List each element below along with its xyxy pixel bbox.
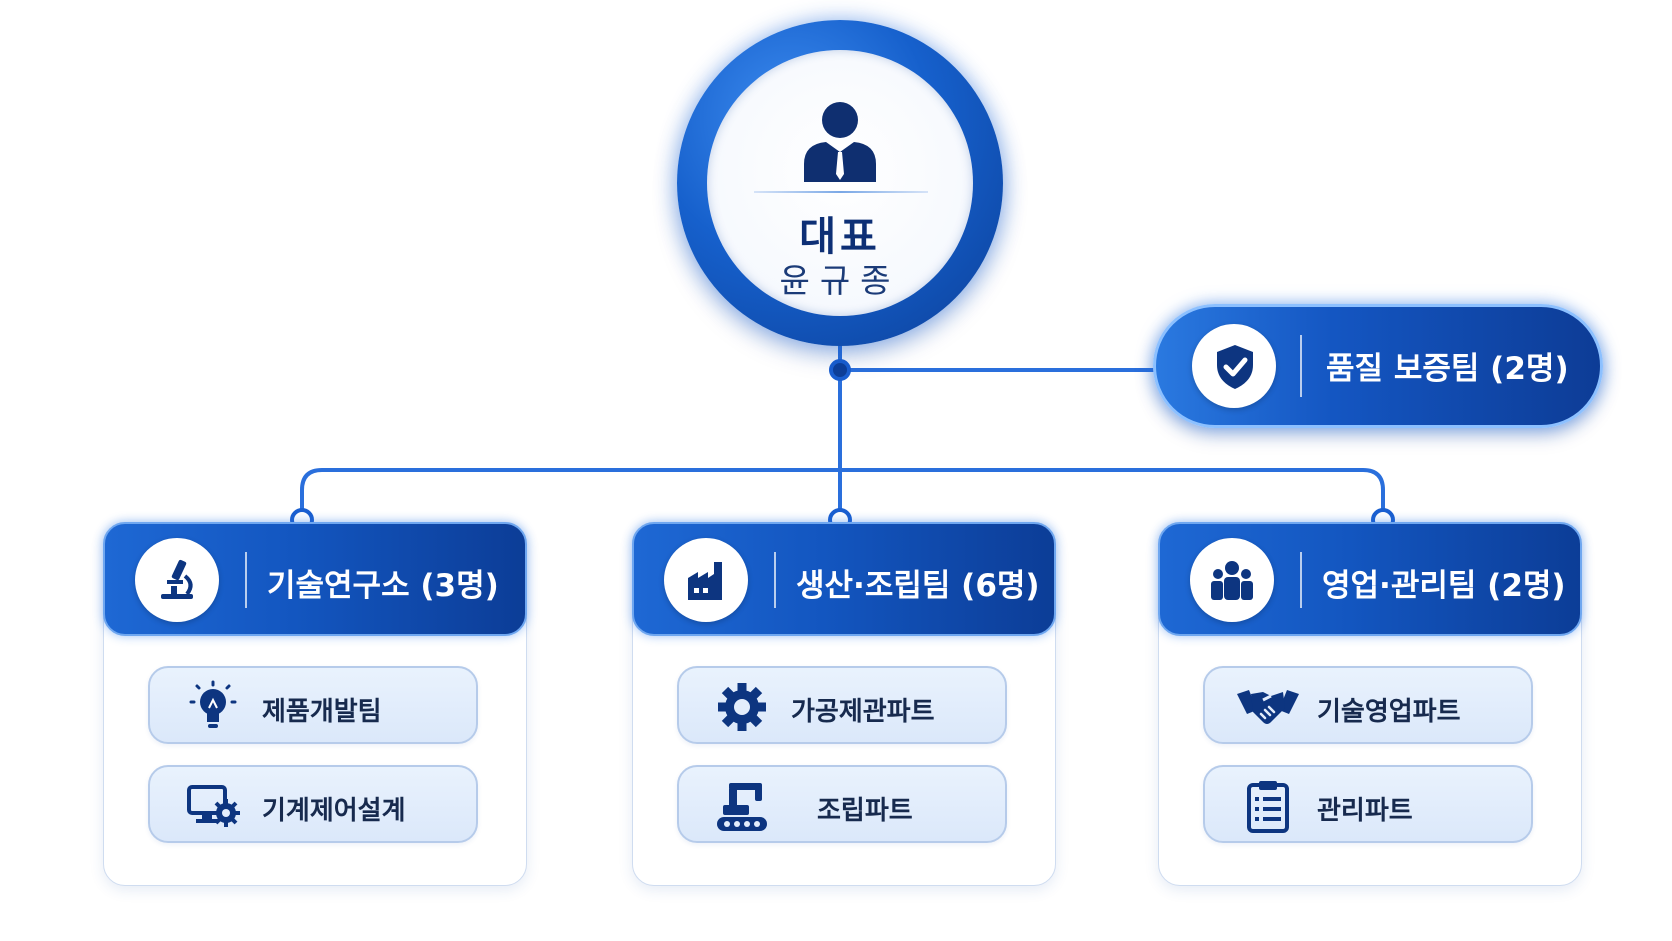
ceo-name: 윤규종: [779, 261, 901, 300]
ceo-title: 대표: [799, 214, 881, 260]
team-icon: [1211, 561, 1253, 600]
subteam-label: 제품개발팀: [262, 697, 382, 727]
dept-sales: 영업·관리팀 (2명) 기술영업파트 관리파트: [1158, 522, 1582, 886]
subteam-item: 기계제어설계: [148, 765, 478, 843]
subteam-label: 가공제관파트: [791, 697, 935, 727]
dept-label: 기술연구소 (3명): [267, 568, 499, 604]
microscope-icon: [161, 559, 193, 599]
gear-icon: [718, 683, 766, 731]
subteam-label: 관리파트: [1317, 796, 1413, 826]
subteam-item: 가공제관파트: [677, 666, 1007, 744]
factory-icon: [688, 562, 722, 600]
ceo-node: 대표 윤규종: [677, 20, 1003, 346]
subteam-item: 관리파트: [1203, 765, 1533, 843]
dept-label: 생산·조립팀 (6명): [796, 568, 1040, 604]
dept-label: 영업·관리팀 (2명): [1322, 568, 1566, 604]
dept-research: 기술연구소 (3명) 제품개발팀: [103, 522, 527, 886]
subteam-item: 기술영업파트: [1203, 666, 1533, 744]
monitor-gear-icon: [187, 785, 240, 827]
subteam-item: 조립파트: [677, 765, 1007, 843]
subteam-label: 기술영업파트: [1317, 697, 1461, 727]
subteam-label: 기계제어설계: [262, 796, 406, 826]
robot-arm-icon: [717, 783, 767, 831]
subteam-label: 조립파트: [817, 796, 913, 826]
subteam-item: 제품개발팀: [148, 666, 478, 744]
lightbulb-icon: [189, 680, 237, 728]
shield-check-icon: [1217, 345, 1253, 389]
qa-team-label: 품질 보증팀 (2명): [1326, 351, 1569, 387]
qa-team-node: 품질 보증팀 (2명): [1153, 304, 1603, 428]
person-icon: [804, 102, 876, 182]
dept-production: 생산·조립팀 (6명) 가공제관파트 조립파트: [632, 522, 1056, 886]
handshake-icon: [1237, 690, 1299, 724]
clipboard-icon: [1247, 781, 1289, 833]
ceo-divider: [754, 191, 928, 193]
